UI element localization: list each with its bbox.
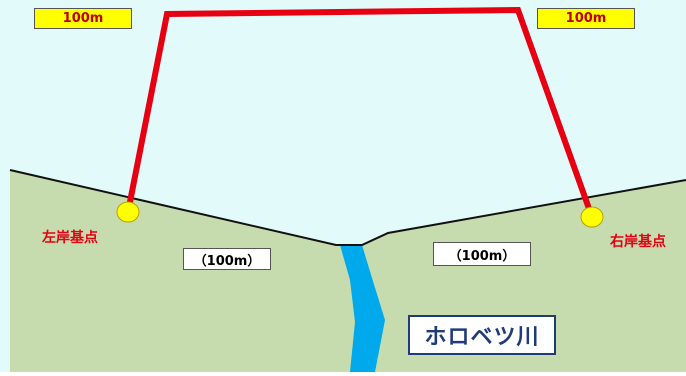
- right-land-distance-label: （100m）: [433, 242, 531, 266]
- left-bank-point-label: 左岸基点: [42, 230, 98, 246]
- river-name-label: ホロベツ川: [408, 315, 556, 355]
- left-land-distance-label: （100m）: [183, 248, 271, 270]
- ground-line: [9, 169, 686, 246]
- left-bank-point-marker: [116, 201, 140, 223]
- right-bank-point-marker: [580, 206, 604, 228]
- river: [340, 245, 385, 372]
- top-left-distance-label: 100m: [34, 8, 132, 29]
- right-bank-point-label: 右岸基点: [610, 234, 666, 250]
- top-right-distance-label: 100m: [537, 8, 635, 29]
- survey-line: [125, 6, 595, 219]
